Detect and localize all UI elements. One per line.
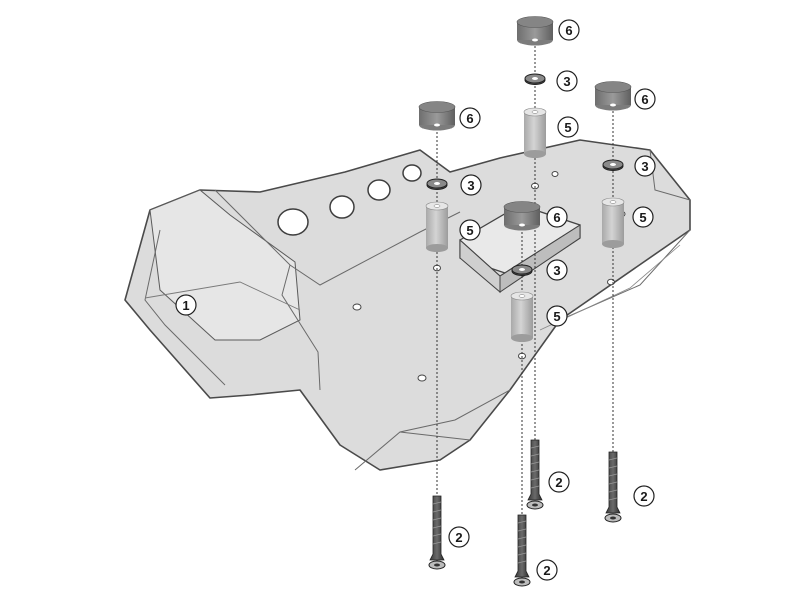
screw (526, 439, 544, 510)
washer (511, 264, 533, 276)
svg-text:5: 5 (553, 309, 560, 324)
callout-5: 5 (632, 206, 654, 228)
screw (428, 495, 446, 570)
callout-3: 3 (546, 259, 568, 281)
washer (524, 73, 546, 85)
svg-text:2: 2 (555, 475, 562, 490)
svg-text:1: 1 (182, 298, 189, 313)
svg-text:5: 5 (564, 120, 571, 135)
screw (604, 451, 622, 523)
svg-text:3: 3 (641, 159, 648, 174)
callout-3: 3 (634, 155, 656, 177)
svg-text:2: 2 (455, 530, 462, 545)
callout-5: 5 (546, 305, 568, 327)
rubber-pad (594, 81, 632, 111)
svg-text:6: 6 (466, 111, 473, 126)
callout-6: 6 (459, 107, 481, 129)
svg-text:5: 5 (639, 210, 646, 225)
callout-6: 6 (546, 206, 568, 228)
svg-text:6: 6 (641, 92, 648, 107)
plate-hole (402, 164, 422, 182)
rubber-pad (418, 101, 456, 131)
svg-text:6: 6 (565, 23, 572, 38)
spacer (510, 291, 534, 342)
callout-2: 2 (448, 526, 470, 548)
screw (513, 514, 531, 587)
plate-hole (329, 195, 355, 219)
mounting-plate (124, 139, 691, 471)
svg-text:3: 3 (467, 178, 474, 193)
callout-5: 5 (459, 219, 481, 241)
plate-hole (277, 208, 309, 236)
svg-text:6: 6 (553, 210, 560, 225)
callout-3: 3 (460, 174, 482, 196)
spacer (601, 197, 625, 248)
svg-text:2: 2 (543, 563, 550, 578)
callout-2: 2 (633, 485, 655, 507)
plate-hole (367, 179, 391, 201)
washer (602, 159, 624, 171)
svg-text:5: 5 (466, 223, 473, 238)
callout-group: 1 2 2 2 2 3 3 3 3 5 5 5 5 6 6 6 6 (175, 19, 656, 581)
spacer (425, 201, 449, 252)
svg-text:3: 3 (563, 74, 570, 89)
callout-6: 6 (634, 88, 656, 110)
callout-2: 2 (548, 471, 570, 493)
svg-text:3: 3 (553, 263, 560, 278)
callout-6: 6 (558, 19, 580, 41)
callout-1: 1 (175, 294, 197, 316)
rubber-pad (516, 16, 554, 46)
callout-5: 5 (557, 116, 579, 138)
callout-2: 2 (536, 559, 558, 581)
svg-text:2: 2 (640, 489, 647, 504)
washer (426, 178, 448, 190)
spacer (523, 107, 547, 158)
rubber-pad (503, 201, 541, 231)
callout-3: 3 (556, 70, 578, 92)
